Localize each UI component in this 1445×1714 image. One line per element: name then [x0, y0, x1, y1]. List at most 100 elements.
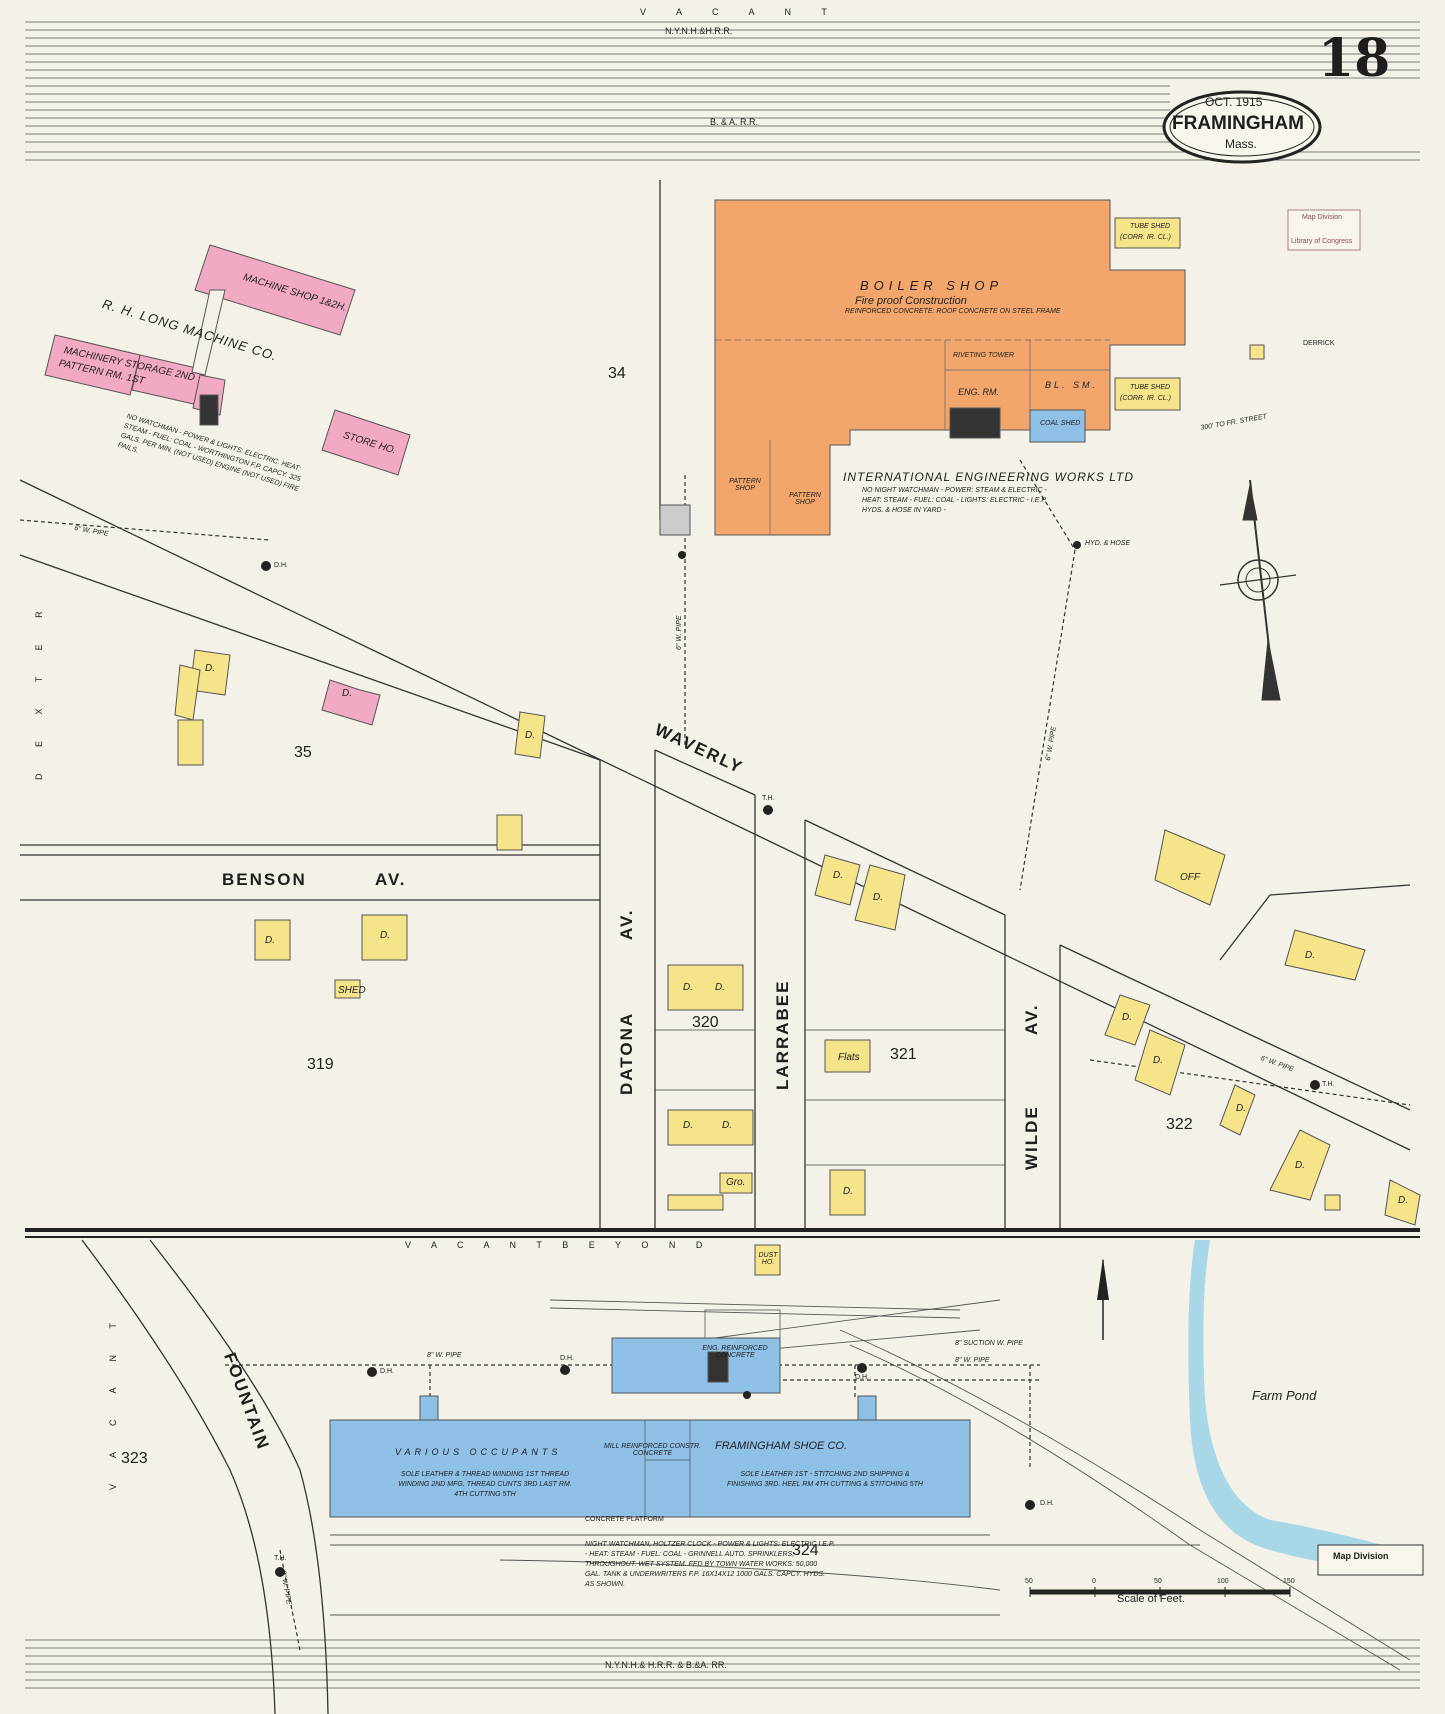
flats-label: Flats: [838, 1052, 860, 1063]
rr-label-ba: B. & A. R.R.: [710, 117, 759, 127]
iew-pattern-shop-2: PATTERN SHOP: [789, 492, 821, 506]
iew-tube-shed: TUBE SHED: [1130, 223, 1171, 230]
state-name: Mass.: [1225, 137, 1258, 151]
library-stamp-top: [1287, 209, 1361, 251]
pipe-label: 8" W. PIPE: [427, 1352, 462, 1359]
block-320: 320: [692, 1014, 719, 1031]
rr-label-vacant-top: V A C A N T: [640, 7, 841, 17]
fsc-eng-house-label: ENG. REINFORCED CONCRETE: [702, 1345, 768, 1359]
dh-label: D.H.: [380, 1368, 394, 1375]
hydrant-markers: [261, 541, 1320, 1577]
fsc-notes: NIGHT WATCHMAN, HOLTZER CLOCK - POWER & …: [585, 1541, 835, 1588]
shed-label: SHED: [338, 985, 366, 996]
dwelling-label: D.: [525, 730, 535, 741]
international-engineering-works: [659, 199, 1265, 536]
rr-label-nyh: N.Y.N.H.&H.R.R.: [665, 26, 733, 36]
iew-notes: NO NIGHT WATCHMAN - POWER: STEAM & ELECT…: [862, 487, 1048, 514]
dh-label: D.H.: [274, 562, 288, 569]
iew-tube-shed-sub: (CORR. IR. CL.): [1120, 234, 1171, 241]
library-stamp-top-text: Map Division: [1302, 214, 1343, 221]
th-label: T.H.: [274, 1555, 287, 1562]
block-35: 35: [294, 744, 312, 761]
street-datona: DATONA: [617, 1011, 636, 1095]
pipe-label: 6" W. PIPE: [676, 615, 683, 650]
street-vacant-beyond: V A C A N T B E Y O N D: [405, 1240, 712, 1250]
concrete-platform-label: CONCRETE PLATFORM: [585, 1516, 664, 1523]
scale-tick: 100: [1217, 1578, 1229, 1585]
dwelling-label: D.: [1398, 1195, 1408, 1206]
street-datona-av: AV.: [617, 908, 636, 940]
water-pipes: [19, 459, 1411, 1651]
compass-rose: [1219, 479, 1297, 701]
block-324: 324: [792, 1542, 819, 1559]
grocery-label: Gro.: [726, 1177, 746, 1188]
north-arrow: [1097, 1258, 1109, 1340]
spur-tracks: [330, 1299, 1411, 1671]
street-wilde: WILDE: [1022, 1105, 1041, 1170]
iew-bl-sm: BL. SM.: [1045, 380, 1099, 390]
library-stamp-bottom-text: Map Division: [1333, 1551, 1389, 1561]
iew-derrick: DERRICK: [1303, 340, 1335, 347]
dwelling-label: D.: [1122, 1012, 1132, 1023]
dust-house-label: DUST HO.: [758, 1252, 778, 1266]
sheet-date: OCT. 1915: [1205, 95, 1263, 109]
dwelling-label: D.: [380, 930, 390, 941]
iew-tube-shed2-sub: (CORR. IR. CL.): [1120, 395, 1171, 402]
dwelling-label: D.: [843, 1186, 853, 1197]
library-stamp-top-sub: Library of Congress: [1291, 238, 1353, 245]
farm-pond-stream: [1188, 1240, 1420, 1575]
street-benson: BENSON: [222, 870, 307, 889]
block-321: 321: [890, 1046, 917, 1063]
dwelling-label: D.: [1295, 1160, 1305, 1171]
top-railroad-lines: [25, 21, 1420, 161]
th-label: T.H.: [1322, 1081, 1335, 1088]
dh-label: D.H.: [855, 1374, 869, 1381]
iew-coal-shed: COAL SHED: [1040, 420, 1081, 427]
fsc-mill-label: MILL REINFORCED CONSTR. CONCRETE: [603, 1443, 702, 1457]
farm-pond-label: Farm Pond: [1252, 1388, 1317, 1403]
th-label: T.H.: [762, 795, 775, 802]
block-34: 34: [608, 365, 626, 382]
dwelling-label: D.: [683, 1120, 693, 1131]
dwelling-label: D.: [715, 982, 725, 993]
dwelling-label: D.: [265, 935, 275, 946]
scale-bar: [1029, 1587, 1291, 1597]
city-cartouche: [1162, 90, 1322, 164]
pipe-label: 8" W. PIPE: [955, 1357, 990, 1364]
dwelling-label: D.: [1236, 1103, 1246, 1114]
iew-reinforced: REINFORCED CONCRETE: ROOF CONCRETE ON ST…: [845, 308, 1061, 315]
iew-eng-rm: ENG. RM.: [958, 387, 1000, 397]
dwellings: [174, 649, 1421, 1276]
fsc-company-name: FRAMINGHAM SHOE CO.: [715, 1440, 848, 1452]
bottom-railroad-lines: [25, 1639, 1420, 1689]
city-name: FRAMINGHAM: [1172, 113, 1304, 134]
rh-long-machine-co: [44, 244, 411, 726]
main-railroad: [25, 1228, 1420, 1238]
library-stamp-bottom: [1317, 1544, 1424, 1576]
rr-label-bottom: N.Y.N.H.& H.R.R. & B.&A. RR.: [605, 1660, 727, 1670]
block-322: 322: [1166, 1116, 1193, 1133]
dwelling-label: D.: [342, 688, 352, 699]
dwelling-label: D.: [1153, 1055, 1163, 1066]
iew-boiler-shop: BOILER SHOP: [860, 278, 1004, 293]
scale-tick: 50: [1025, 1578, 1033, 1585]
street-lines: [19, 180, 1411, 1230]
dwelling-label: D.: [833, 870, 843, 881]
dwelling-label: D.: [205, 663, 215, 674]
lot-lines: [655, 1029, 1005, 1166]
street-vacant-side: V A C A N T: [108, 1311, 118, 1490]
dh-label: D.H.: [560, 1355, 574, 1362]
fsc-various-occupants: VARIOUS OCCUPANTS: [395, 1447, 562, 1457]
iew-riveting-tower: RIVETING TOWER: [953, 352, 1014, 359]
dwelling-label: D.: [1305, 950, 1315, 961]
dwelling-label: D.: [683, 982, 693, 993]
fsc-right-notes: SOLE LEATHER 1ST - STITCHING 2ND SHIPPIN…: [727, 1471, 923, 1488]
office-label: OFF: [1180, 872, 1200, 883]
dwelling-label: D.: [722, 1120, 732, 1131]
sheet-number: 18: [1318, 28, 1391, 89]
scale-tick: 50: [1154, 1578, 1162, 1585]
block-323: 323: [121, 1450, 148, 1467]
iew-tube-shed2: TUBE SHED: [1130, 384, 1171, 391]
fsc-left-notes: SOLE LEATHER & THREAD WINDING 1ST THREAD…: [398, 1471, 572, 1498]
